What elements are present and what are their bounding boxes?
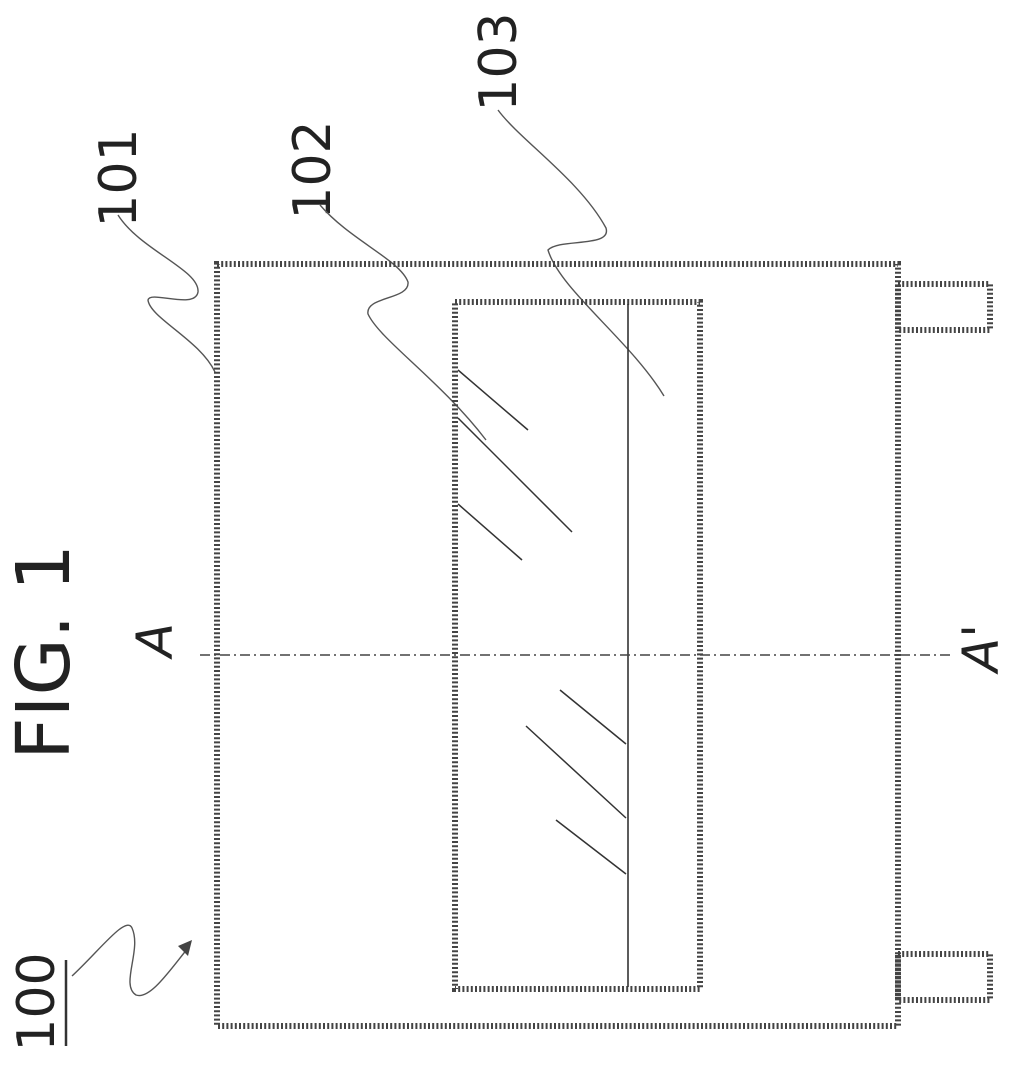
inner-region-label: 102 bbox=[283, 120, 343, 219]
device-label-group: 100 bbox=[7, 925, 192, 1051]
hatching-upper bbox=[458, 370, 572, 560]
device-label: 100 bbox=[7, 952, 67, 1051]
outer-body-label: 101 bbox=[89, 128, 149, 227]
terminal-top bbox=[898, 284, 990, 330]
hatching-lower bbox=[526, 690, 626, 874]
device-arrowhead bbox=[178, 940, 192, 956]
figure-title: FIG. 1 bbox=[1, 544, 87, 760]
terminal-bottom bbox=[898, 954, 990, 1000]
outer-body bbox=[217, 264, 898, 1026]
inner-strip-leader bbox=[498, 110, 664, 396]
inner-region-leader bbox=[320, 205, 486, 440]
section-label-start: A bbox=[126, 623, 184, 660]
device-leader-arrow bbox=[72, 925, 188, 995]
outer-body-leader bbox=[118, 215, 215, 372]
section-label-end: A' bbox=[952, 624, 1010, 675]
inner-strip-label: 103 bbox=[469, 12, 529, 111]
inner-region bbox=[455, 302, 700, 989]
